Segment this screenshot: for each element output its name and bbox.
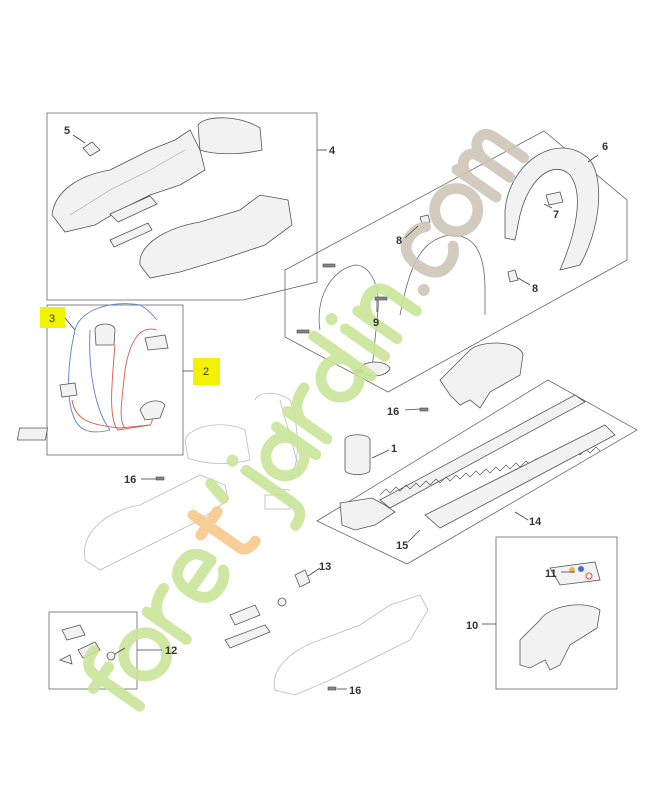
switch-plate (294, 569, 311, 588)
callout-8: 8 (532, 283, 538, 295)
trigger-12 (61, 624, 86, 641)
switch-module (16, 427, 49, 441)
front-handle-bow (504, 147, 600, 271)
switch-housing (139, 400, 166, 421)
sticker-icon-warning (569, 567, 575, 573)
callout-6: 6 (602, 141, 608, 153)
watermark-logo (83, 128, 530, 712)
motor-small (94, 323, 116, 346)
callout-16: 16 (387, 406, 399, 418)
callout-13: 13 (319, 561, 331, 573)
cover-plate (109, 195, 158, 223)
switch-rail (109, 222, 153, 248)
blade-guard (439, 342, 524, 409)
group-box-housing (46, 112, 318, 301)
housing-ghost-left (84, 474, 229, 571)
trigger (229, 604, 261, 626)
housing-ghost-right (273, 594, 429, 696)
highlight-2 (193, 358, 220, 385)
screw (374, 296, 388, 301)
clip (507, 269, 519, 283)
callout-2: 2 (203, 366, 209, 378)
callout-12: 12 (165, 645, 177, 657)
housing-right-shell (139, 194, 293, 279)
leader-lines (64, 134, 599, 690)
screw-16 (155, 476, 165, 481)
nut (277, 597, 287, 607)
callout-10: 10 (466, 620, 478, 632)
screw-16 (327, 686, 337, 691)
callout-8: 8 (396, 235, 402, 247)
group-box-wiring (46, 304, 184, 456)
spring-12 (58, 654, 73, 665)
screw-16 (419, 407, 429, 412)
terminal-plate (59, 382, 78, 398)
callout-7: 7 (553, 209, 559, 221)
hanger-plate (82, 141, 101, 157)
sticker-11 (549, 561, 601, 586)
callout-5: 5 (64, 125, 70, 137)
blade-cover-scabbard (424, 424, 616, 529)
gear-housing (339, 497, 396, 531)
group-box-guard (495, 536, 618, 690)
callout-11: 11 (545, 568, 557, 580)
blade-guard-10 (519, 604, 601, 671)
callout-15: 15 (396, 540, 408, 552)
motor (344, 434, 371, 475)
terminal-plate (144, 334, 169, 351)
callout-16: 16 (349, 685, 361, 697)
highlight-3 (40, 307, 65, 328)
group-box-blade (316, 379, 638, 565)
handle-clamp (318, 264, 379, 373)
sticker-icon-info (578, 566, 584, 572)
callout-14: 14 (529, 516, 542, 528)
housing-cover-top (197, 117, 263, 155)
screw (296, 329, 310, 334)
nut-12 (106, 651, 116, 661)
callout-1: 1 (391, 443, 397, 455)
housing-left-shell (51, 129, 206, 233)
group-box-handle (284, 130, 628, 393)
handle-bracket (545, 191, 564, 206)
callout-3: 3 (49, 313, 55, 325)
screw (322, 263, 336, 268)
lever (224, 624, 271, 649)
callout-9: 9 (373, 317, 379, 329)
callout-16: 16 (124, 474, 136, 486)
wiring-harness (68, 303, 158, 433)
sticker-icon-prohibit (585, 572, 593, 580)
cover-ghost (184, 424, 251, 464)
callout-4: 4 (329, 145, 336, 157)
